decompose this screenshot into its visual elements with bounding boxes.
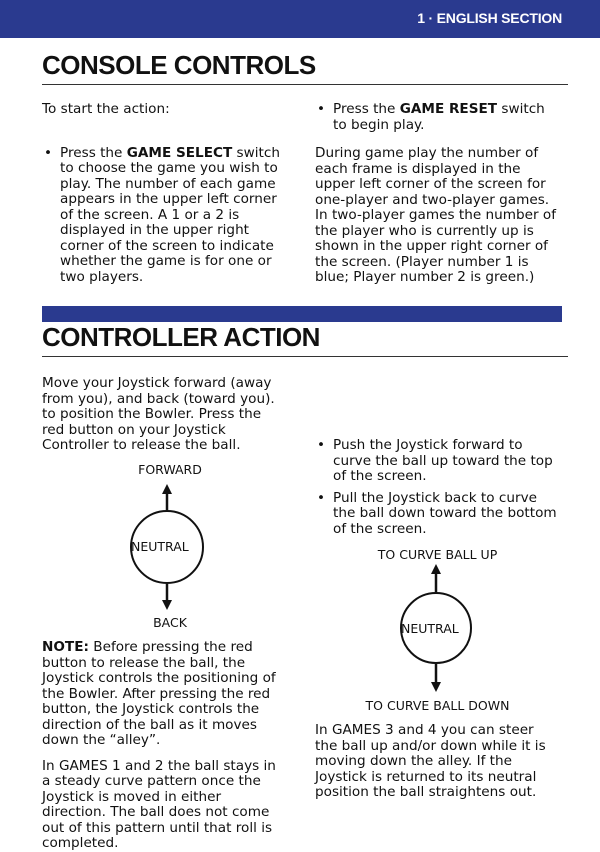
games-1-2-paragraph: In GAMES 1 and 2 the ball stays in a ste…	[42, 757, 276, 851]
game-reset-label: GAME RESET	[399, 101, 498, 117]
bullet-pull-back: •Pull the Joystick back to curve the bal…	[317, 489, 557, 537]
controller-left-top: Move your Joystick forward (away from yo…	[42, 375, 287, 454]
neutral-label: NEUTRAL	[131, 539, 189, 554]
bullet-game-reset: •Press the GAME RESET switch to begin pl…	[317, 101, 545, 133]
note-paragraph: NOTE: Before pressing the red button to …	[42, 639, 276, 748]
curve-down-label: TO CURVE BALL DOWN	[365, 698, 510, 713]
console-right-column: •Press the GAME RESET switch to begin pl…	[315, 101, 560, 286]
neutral-label: NEUTRAL	[401, 621, 459, 636]
controller-left-bottom: NOTE: Before pressing the red button to …	[42, 639, 287, 852]
bullet-icon: •	[317, 101, 326, 117]
game-select-label: GAME SELECT	[126, 144, 233, 161]
neutral-circle	[130, 510, 204, 584]
console-paragraph: During game play the number of each fram…	[315, 145, 556, 285]
bullet-game-select: •Press the GAME SELECT switch to choose …	[44, 144, 280, 285]
curve-up-label: TO CURVE BALL UP	[377, 547, 498, 562]
header-band: 1 · ENGLISH SECTION	[0, 0, 600, 38]
note-label: NOTE:	[42, 639, 89, 655]
bullet-icon: •	[317, 489, 326, 506]
forward-label: FORWARD	[138, 462, 202, 477]
console-left-column: To start the action: •Press the GAME SEL…	[42, 101, 292, 285]
back-label: BACK	[153, 615, 187, 630]
controller-right-top: •Push the Joystick forward to curve the …	[315, 376, 560, 537]
joystick-diagram-1: FORWARD NEUTRAL BACK	[90, 460, 250, 635]
arrow-down-icon	[162, 584, 172, 610]
bullet-icon: •	[44, 144, 53, 161]
arrow-up-icon	[431, 564, 441, 592]
title-rule	[42, 356, 568, 357]
joystick-diagram-2: TO CURVE BALL UP NEUTRAL TO CURVE BALL D…	[345, 545, 530, 715]
bullet-icon: •	[317, 437, 326, 453]
arrow-up-icon	[162, 484, 172, 510]
arrow-down-icon	[431, 664, 441, 692]
console-controls-title: CONSOLE CONTROLS	[42, 50, 316, 80]
controller-intro: Move your Joystick forward (away from yo…	[42, 375, 275, 453]
neutral-circle	[400, 592, 472, 664]
controller-right-bottom: In GAMES 3 and 4 you can steer the ball …	[315, 722, 560, 801]
controller-action-title: CONTROLLER ACTION	[42, 322, 320, 352]
title-rule	[42, 84, 568, 85]
section-band	[42, 306, 562, 322]
games-3-4-paragraph: In GAMES 3 and 4 you can steer the ball …	[315, 722, 546, 800]
console-intro: To start the action:	[42, 101, 170, 117]
section-tag: 1 · ENGLISH SECTION	[417, 10, 562, 26]
bullet-push-forward: •Push the Joystick forward to curve the …	[317, 437, 553, 484]
